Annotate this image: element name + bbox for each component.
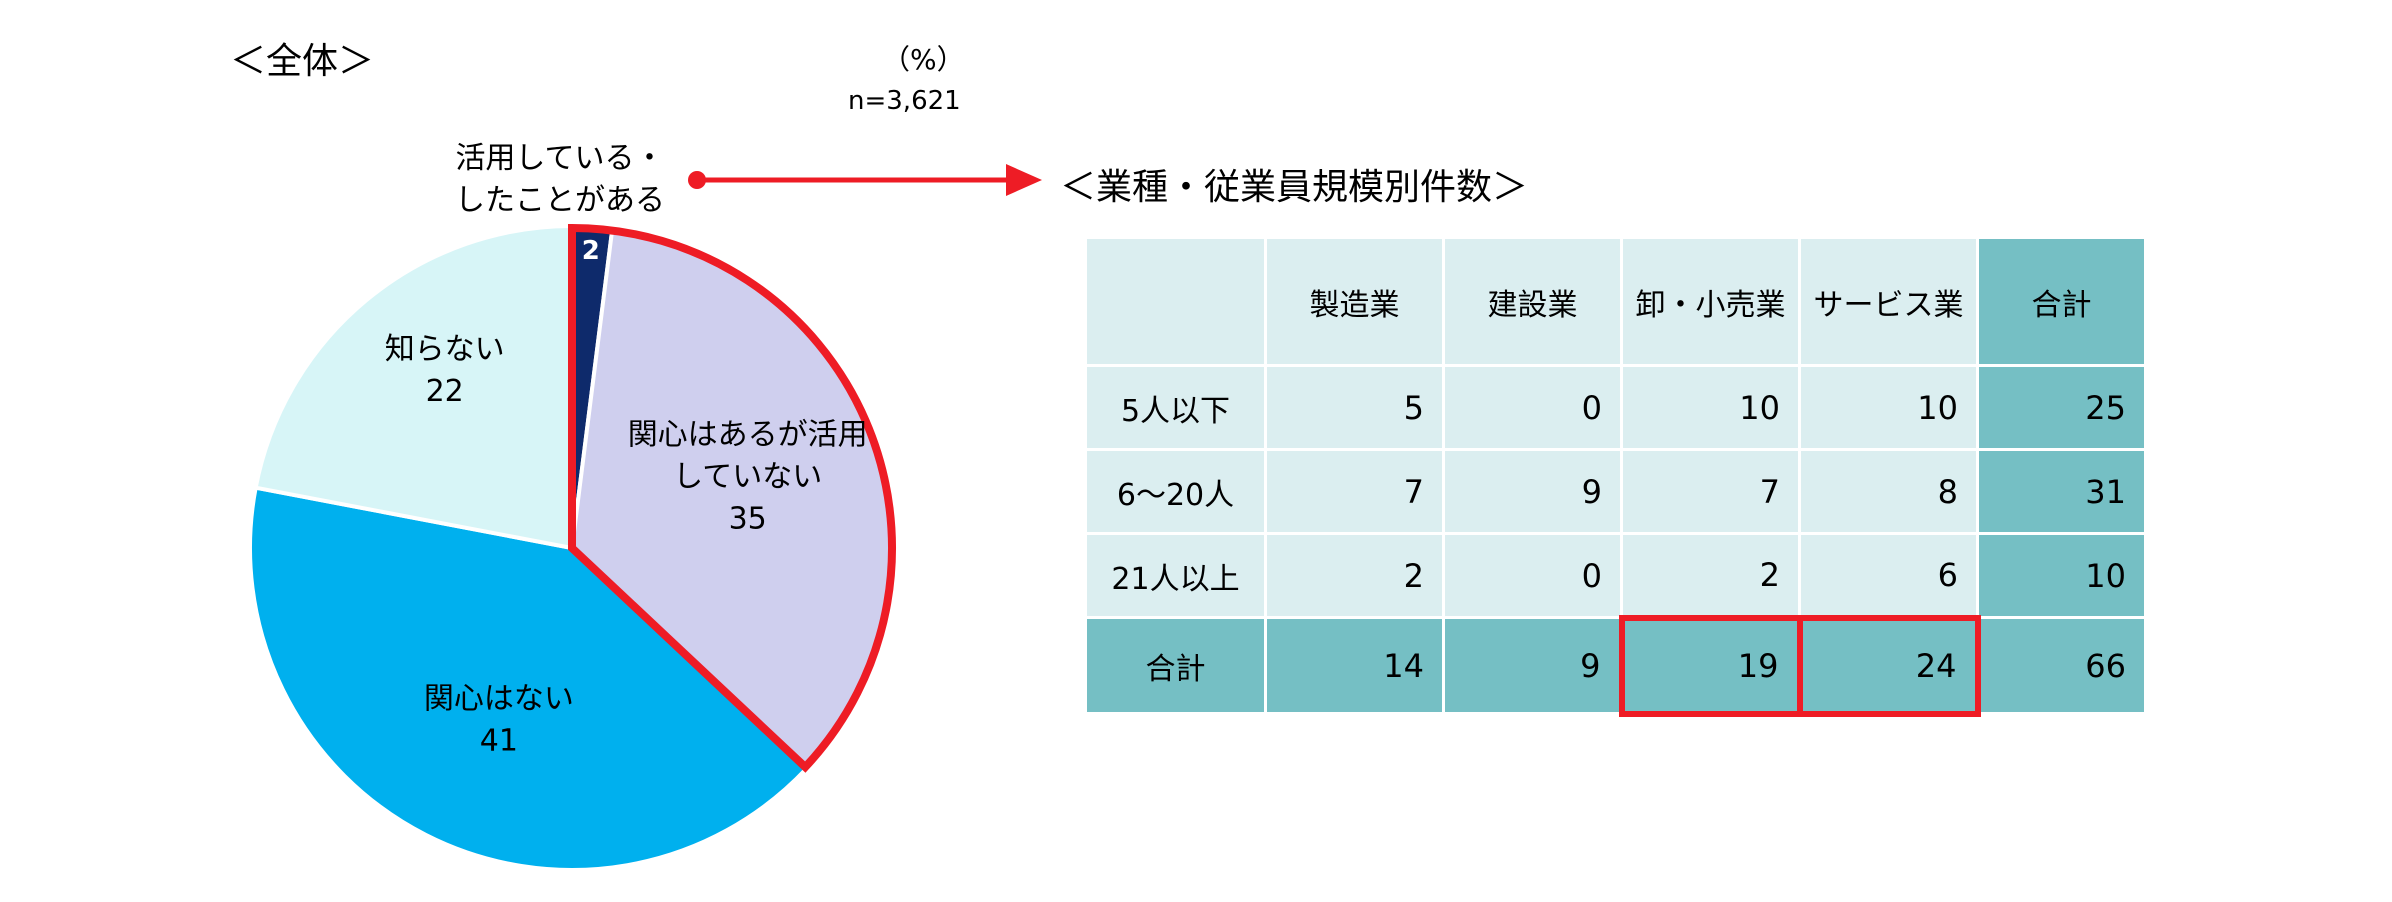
table-header-row: 製造業 建設業 卸・小売業 サービス業 合計 xyxy=(1084,236,2147,367)
arrow-label-line-1: 活用している・ xyxy=(455,141,664,176)
pie-slice xyxy=(247,485,810,872)
table-cell: 0 xyxy=(1442,364,1623,451)
header-service: サービス業 xyxy=(1798,236,1979,367)
pie-value-label: 35 xyxy=(729,502,767,537)
highlight-outline xyxy=(568,223,896,773)
table-row: 6～20人 7 9 7 8 31 xyxy=(1084,448,2147,535)
pie-highlight-outline xyxy=(568,223,896,773)
pie-slice-label: 関心はあるが活用 xyxy=(628,418,868,453)
arrow-label-line-2: したことがある xyxy=(455,183,665,218)
row-label: 21人以上 xyxy=(1084,532,1267,619)
pie-title: ＜全体＞ xyxy=(230,41,375,82)
row-label: 5人以下 xyxy=(1084,364,1267,451)
table-total-row: 合計 14 9 19 24 66 xyxy=(1084,614,2147,717)
table-cell: 2 xyxy=(1264,532,1445,619)
total-cell-highlighted: 24 xyxy=(1796,614,1981,717)
pie-value-label: 2 xyxy=(582,236,600,266)
pie-slice-label: していない xyxy=(673,460,822,495)
total-cell-highlighted: 19 xyxy=(1618,614,1803,717)
header-total: 合計 xyxy=(1976,236,2147,367)
pie-value-label: 41 xyxy=(480,724,518,759)
row-total-cell: 31 xyxy=(1976,448,2147,535)
table-cell: 10 xyxy=(1798,364,1979,451)
table-row: 21人以上 2 0 2 6 10 xyxy=(1084,532,2147,619)
row-total-cell: 10 xyxy=(1976,532,2147,619)
total-cell: 14 xyxy=(1264,616,1445,715)
table-cell: 9 xyxy=(1442,448,1623,535)
pie-slice xyxy=(253,223,574,551)
table-cell: 7 xyxy=(1264,448,1445,535)
header-manufacturing: 製造業 xyxy=(1264,236,1445,367)
header-retail: 卸・小売業 xyxy=(1620,236,1801,367)
pie-value-label: 22 xyxy=(426,374,464,409)
table-row: 5人以下 5 0 10 10 25 xyxy=(1084,364,2147,451)
table-cell: 0 xyxy=(1442,532,1623,619)
sample-size: n=3,621 xyxy=(848,86,961,116)
header-construction: 建設業 xyxy=(1442,236,1623,367)
table-cell: 6 xyxy=(1798,532,1979,619)
row-total-cell: 25 xyxy=(1976,364,2147,451)
header-corner xyxy=(1084,236,1267,367)
pie-slice-label: 知らない xyxy=(385,332,505,367)
unit-label: （%） xyxy=(882,43,965,76)
total-cell: 9 xyxy=(1442,616,1623,715)
row-label: 6～20人 xyxy=(1084,448,1267,535)
row-label-total: 合計 xyxy=(1084,616,1267,715)
table-cell: 10 xyxy=(1620,364,1801,451)
table-cell: 5 xyxy=(1264,364,1445,451)
grand-total-cell: 66 xyxy=(1976,616,2147,715)
arrow-callout: 活用している・ したことがある xyxy=(455,141,1042,218)
table-cell: 8 xyxy=(1798,448,1979,535)
breakdown-table: 製造業 建設業 卸・小売業 サービス業 合計 5人以下 5 0 10 10 25… xyxy=(1084,236,2147,717)
table-title: ＜業種・従業員規模別件数＞ xyxy=(1060,167,1529,208)
pie-slices xyxy=(247,223,896,872)
table-cell: 2 xyxy=(1620,532,1801,619)
arrow-head-icon xyxy=(1006,164,1042,196)
table-cell: 7 xyxy=(1620,448,1801,535)
pie-slice-label: 関心はない xyxy=(424,682,574,717)
